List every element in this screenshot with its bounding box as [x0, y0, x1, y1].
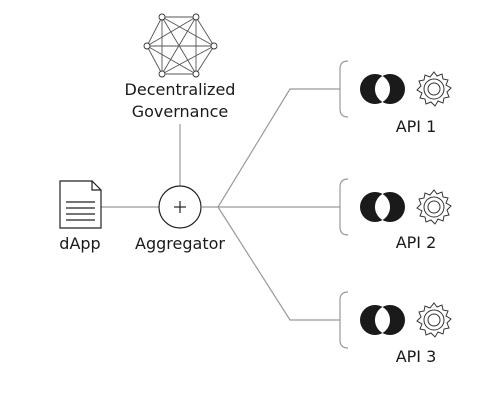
api-2-label: API 2 [395, 233, 437, 252]
api-1-group [339, 60, 452, 118]
api-3-label: API 3 [395, 347, 437, 366]
oracle-eye-icon [360, 305, 405, 335]
api-2-group [339, 178, 452, 236]
connector-aggregator-api3 [217, 206, 340, 321]
connectors [101, 88, 340, 321]
api-1-bracket-icon [339, 60, 349, 118]
gear-icon [416, 189, 452, 225]
document-icon [59, 180, 102, 229]
gear-icon [416, 302, 452, 338]
connector-aggregator-api1 [202, 88, 340, 208]
api-1-label: API 1 [395, 117, 437, 136]
governance-label-line1: Decentralized [124, 80, 236, 99]
plus-circle-icon [158, 185, 202, 229]
dapp-label: dApp [59, 234, 101, 253]
oracle-eye-icon [360, 74, 405, 104]
oracle-eye-icon [360, 192, 405, 222]
aggregator-label: Aggregator [135, 234, 225, 253]
network-mesh-icon [143, 13, 218, 78]
gear-icon [416, 71, 452, 107]
api-3-bracket-icon [339, 291, 349, 349]
api-2-bracket-icon [339, 178, 349, 236]
api-3-group [339, 291, 452, 349]
governance-label-line2: Governance [131, 102, 229, 121]
